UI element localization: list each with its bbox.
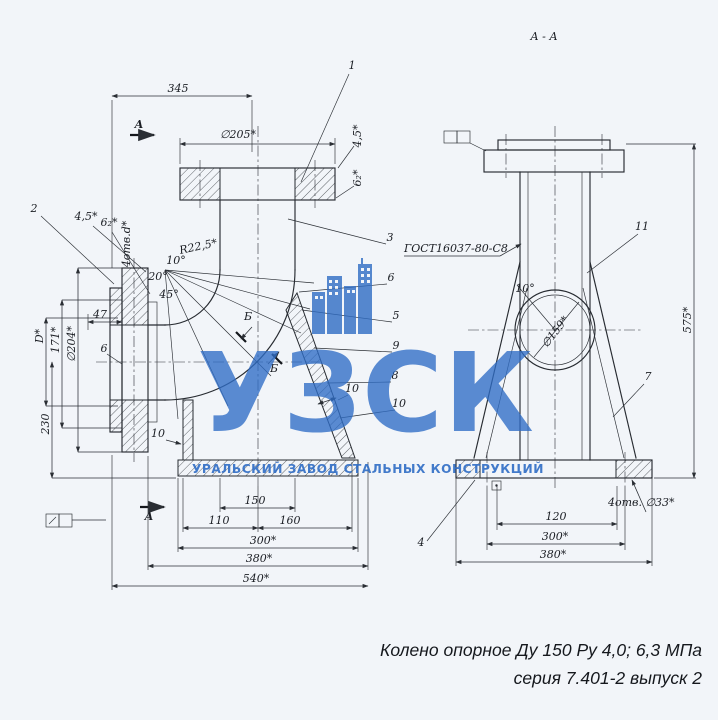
left-view: 345 ∅205* 4,5* 6₂* А А 4,5* 6₂* 4отв.d* …	[30, 59, 406, 590]
part-5: 5	[393, 309, 400, 322]
dim-380: 380*	[246, 552, 273, 565]
weld-symbol-icon	[443, 130, 487, 152]
note-base-holes: 4отв. ∅33*	[607, 496, 675, 509]
dim-171: 171*	[49, 326, 62, 353]
anchor-bolt-icon	[491, 480, 502, 491]
dim-dia-d: D*	[33, 328, 46, 344]
dim-angle-10: 10°	[166, 254, 186, 267]
dim-6: 6	[101, 342, 108, 355]
part-10: 10	[392, 397, 406, 410]
weld-symbol-icon	[45, 513, 106, 528]
view-mark-b-upper: Б	[243, 310, 252, 323]
dim-10-wall: 10	[151, 427, 165, 440]
dim-345: 345	[168, 82, 189, 95]
weld-gost-note: ГОСТ16037-80-С8	[403, 242, 508, 255]
dim-300-right: 300*	[542, 530, 569, 543]
view-mark-b-lower: Б	[269, 362, 278, 375]
drawing-caption-line1: Колено опорное Ду 150 Ру 4,0; 6,3 МПа	[380, 640, 702, 660]
part-9: 9	[393, 339, 400, 352]
dim-dia-204: ∅204*	[65, 325, 78, 362]
part-7: 7	[645, 370, 652, 383]
part-6: 6	[388, 271, 395, 284]
drawing-caption-line2: серия 7.401-2 выпуск 2	[513, 668, 702, 688]
dim-angle-10-right: 10°	[515, 282, 535, 295]
dim-575: 575*	[681, 306, 694, 333]
part-8: 8	[392, 369, 399, 382]
dim-110: 110	[209, 514, 230, 527]
dim-weld-left-45: 4,5*	[74, 210, 98, 223]
dim-230: 230	[39, 414, 52, 436]
dim-weld-right-45: 4,5*	[351, 124, 364, 148]
angle-fan	[164, 269, 315, 420]
dim-300: 300*	[250, 534, 277, 547]
note-flange-holes: 4отв.d*	[120, 220, 133, 268]
dim-150: 150	[245, 494, 266, 507]
right-view-geometry	[443, 130, 653, 491]
part-4: 4	[417, 536, 425, 549]
right-view-centerlines	[468, 126, 642, 488]
dim-380-right: 380*	[540, 548, 567, 561]
right-view: А - А ГОСТ16037-80-С8 10° ∅159* 11 7 4 5…	[403, 30, 697, 566]
dim-angle-45: 45°	[158, 288, 179, 301]
dim-10-skirt: 10	[345, 382, 359, 395]
section-title: А - А	[529, 30, 557, 43]
dim-flange-dia-205: ∅205*	[220, 128, 257, 141]
dim-120: 120	[546, 510, 567, 523]
dim-angle-20: 20°	[147, 270, 168, 283]
left-view-dimensions	[40, 73, 396, 590]
left-view-geometry	[109, 167, 359, 477]
part-1: 1	[349, 59, 356, 72]
dim-weld-left-62: 6₂*	[101, 216, 118, 229]
section-label-a-top: А	[134, 118, 144, 131]
part-3: 3	[387, 231, 394, 244]
part-2: 2	[30, 202, 38, 215]
dim-dia-159: ∅159*	[539, 313, 572, 350]
dim-540: 540*	[243, 572, 270, 585]
dim-weld-right-62: 6₂*	[351, 169, 364, 186]
section-label-a-bottom: А	[144, 510, 154, 523]
part-11: 11	[635, 220, 649, 233]
dim-160: 160	[280, 514, 301, 527]
right-view-dimensions	[404, 143, 697, 566]
dim-47: 47	[92, 308, 107, 321]
